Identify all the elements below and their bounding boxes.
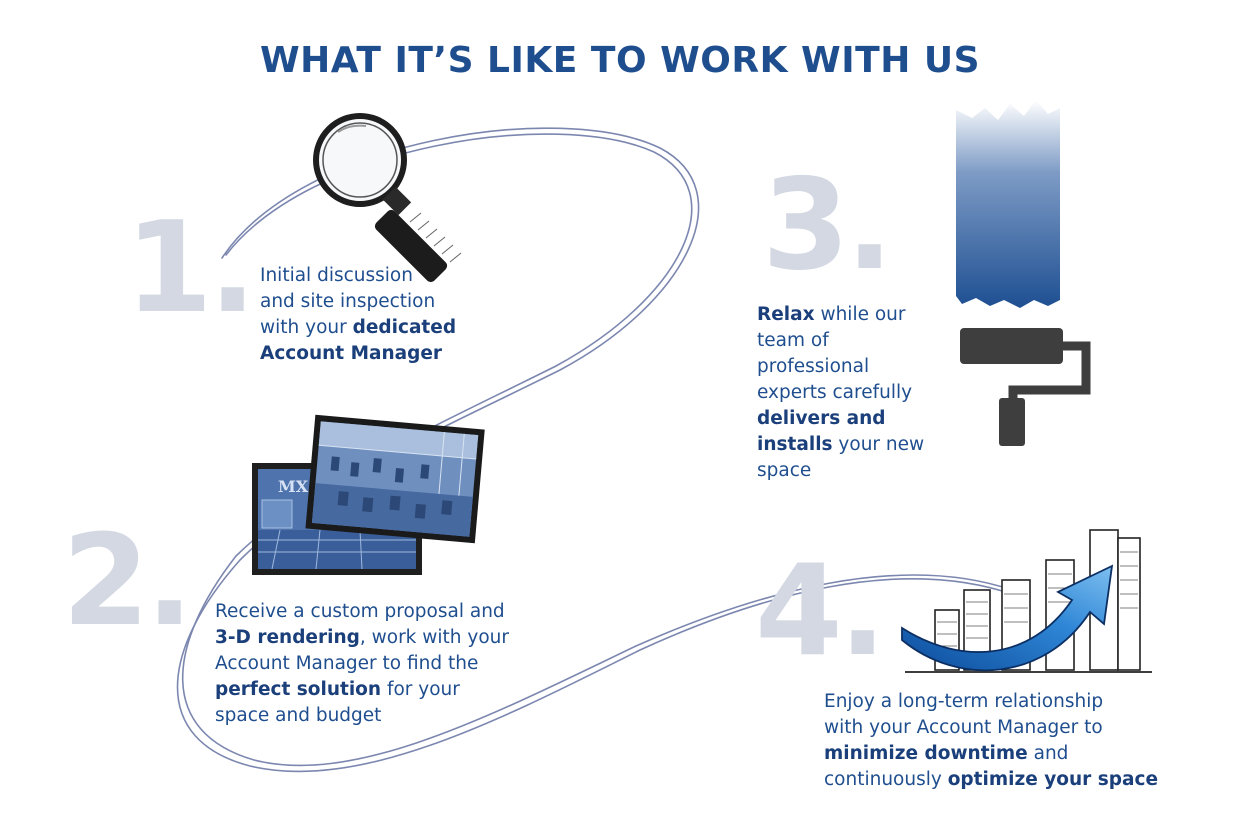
- text-segment: Receive a custom proposal and: [215, 601, 505, 622]
- text-segment: experts carefully: [757, 382, 913, 403]
- step-text-line: space and budget: [215, 703, 555, 729]
- step-text-line: experts carefully: [757, 380, 957, 406]
- step-text-line: Relax while our: [757, 302, 957, 328]
- emphasis-text: perfect solution: [215, 679, 382, 700]
- text-segment: professional: [757, 356, 870, 377]
- photo-sign: MX: [278, 477, 309, 496]
- step-text-line: Account Manager to find the: [215, 651, 555, 677]
- step-text-line: Initial discussion: [260, 263, 500, 289]
- text-segment: while our: [814, 304, 906, 325]
- magnifying-glass-icon: [313, 113, 462, 283]
- paint-roller-icon: [956, 100, 1091, 446]
- text-segment: for your: [381, 679, 460, 700]
- rendering-photos-icon: MX: [252, 414, 485, 575]
- emphasis-text: delivers and: [757, 408, 886, 429]
- step-number-2: 2.: [62, 507, 194, 654]
- step-1-description: Initial discussion and site inspection wit…: [260, 263, 500, 367]
- step-text-line: and site inspection: [260, 289, 500, 315]
- step-text-line: team of: [757, 328, 957, 354]
- text-segment: team of: [757, 330, 829, 351]
- text-segment: continuously: [824, 769, 948, 790]
- step-number-3: 3.: [762, 151, 894, 298]
- page-title: WHAT IT’S LIKE TO WORK WITH US: [259, 40, 981, 81]
- emphasis-text: installs: [757, 434, 833, 455]
- text-segment: with your Account Manager to: [824, 717, 1103, 738]
- step-text-line: Account Manager: [260, 341, 500, 367]
- step-2-description: Receive a custom proposal and 3-D renderi…: [215, 599, 555, 729]
- growth-chart-icon: [901, 529, 1152, 673]
- emphasis-text: Relax: [757, 304, 815, 325]
- step-text-line: continuously optimize your space: [824, 767, 1184, 793]
- text-segment: Enjoy a long-term relationship: [824, 691, 1104, 712]
- step-text-line: installs your new: [757, 432, 957, 458]
- text-segment: space: [757, 460, 812, 481]
- step-text-line: perfect solution for your: [215, 677, 555, 703]
- step-text-line: 3-D rendering, work with your: [215, 625, 555, 651]
- emphasis-text: 3-D rendering: [215, 627, 360, 648]
- emphasis-text: minimize downtime: [824, 743, 1028, 764]
- text-segment: your new: [832, 434, 925, 455]
- step-text-line: space: [757, 458, 957, 484]
- step-text-line: Receive a custom proposal and: [215, 599, 555, 625]
- emphasis-text: dedicated: [352, 317, 457, 338]
- emphasis-text: Account Manager: [260, 343, 443, 364]
- step-text-line: professional: [757, 354, 957, 380]
- step-text-line: Enjoy a long-term relationship: [824, 689, 1184, 715]
- text-segment: Account Manager to find the: [215, 653, 479, 674]
- text-segment: with your: [260, 317, 353, 338]
- step-number-4: 4.: [755, 537, 887, 684]
- text-segment: , work with your: [359, 627, 509, 648]
- step-text-line: delivers and: [757, 406, 957, 432]
- step-number-1: 1.: [125, 194, 257, 341]
- text-segment: and: [1027, 743, 1069, 764]
- step-text-line: with your dedicated: [260, 315, 500, 341]
- text-segment: and site inspection: [260, 291, 436, 312]
- step-4-description: Enjoy a long-term relationship with your …: [824, 689, 1184, 793]
- emphasis-text: optimize your space: [947, 769, 1158, 790]
- step-text-line: with your Account Manager to: [824, 715, 1184, 741]
- step-text-line: minimize downtime and: [824, 741, 1184, 767]
- text-segment: Initial discussion: [260, 265, 413, 286]
- text-segment: space and budget: [215, 705, 382, 726]
